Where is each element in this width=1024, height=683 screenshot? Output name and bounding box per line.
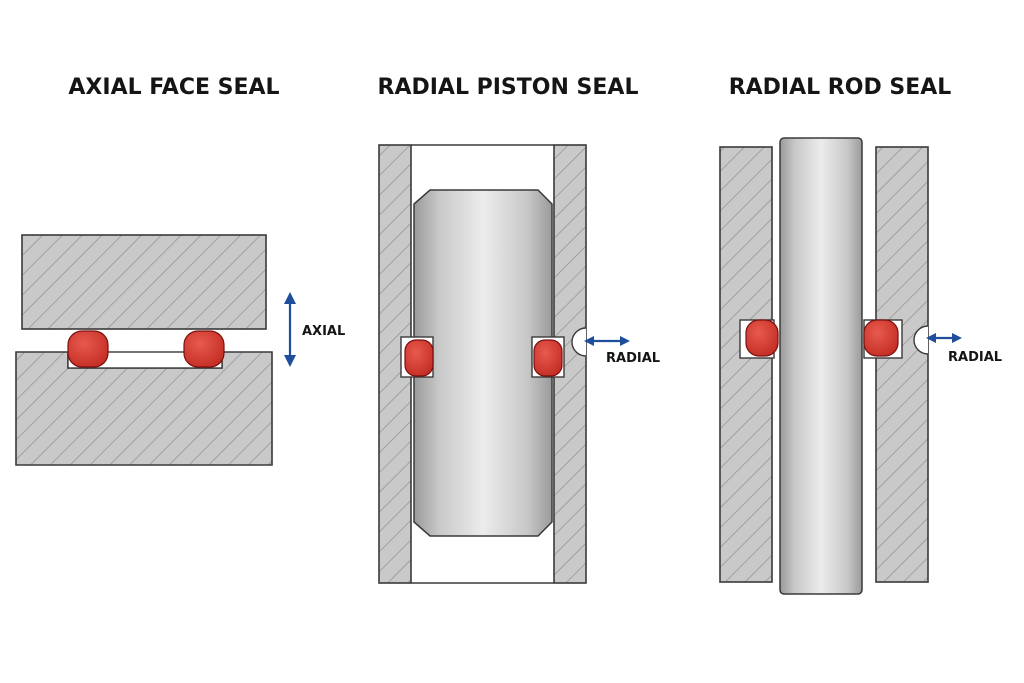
upper-housing-block xyxy=(21,234,267,330)
piston-radial-motion-label: RADIAL xyxy=(606,351,660,366)
piston-body xyxy=(413,189,553,537)
piston-wall-notch xyxy=(571,327,587,357)
horizontal-double-arrow-icon xyxy=(584,336,630,346)
rod-housing-left xyxy=(719,146,773,583)
face-seal-oring-right xyxy=(183,330,225,368)
panel-radial-rod-seal: RADIAL ROD SEAL RADIAL xyxy=(719,75,1002,595)
panel-axial-face-seal: AXIAL FACE SEAL AXIAL xyxy=(15,75,345,466)
rod-wall-notch xyxy=(913,325,929,355)
rod-seal-oring-right xyxy=(863,319,899,357)
axial-motion-label: AXIAL xyxy=(302,324,345,339)
axial-face-seal-title: AXIAL FACE SEAL xyxy=(68,75,279,100)
rod-housing-right xyxy=(875,146,929,583)
lower-housing-block xyxy=(15,351,273,466)
rod-radial-motion-label: RADIAL xyxy=(948,350,1002,365)
vertical-double-arrow-icon xyxy=(284,292,296,367)
rod xyxy=(779,137,863,595)
radial-piston-seal-title: RADIAL PISTON SEAL xyxy=(378,75,639,100)
piston-seal-oring-right xyxy=(533,339,563,377)
panel-radial-piston-seal: RADIAL PISTON SEAL RADIAL xyxy=(378,75,660,584)
piston-seal-oring-left xyxy=(404,339,434,377)
face-seal-oring-left xyxy=(67,330,109,368)
horizontal-double-arrow-icon xyxy=(926,333,962,343)
rod-seal-oring-left xyxy=(745,319,779,357)
radial-rod-seal-title: RADIAL ROD SEAL xyxy=(729,75,952,100)
